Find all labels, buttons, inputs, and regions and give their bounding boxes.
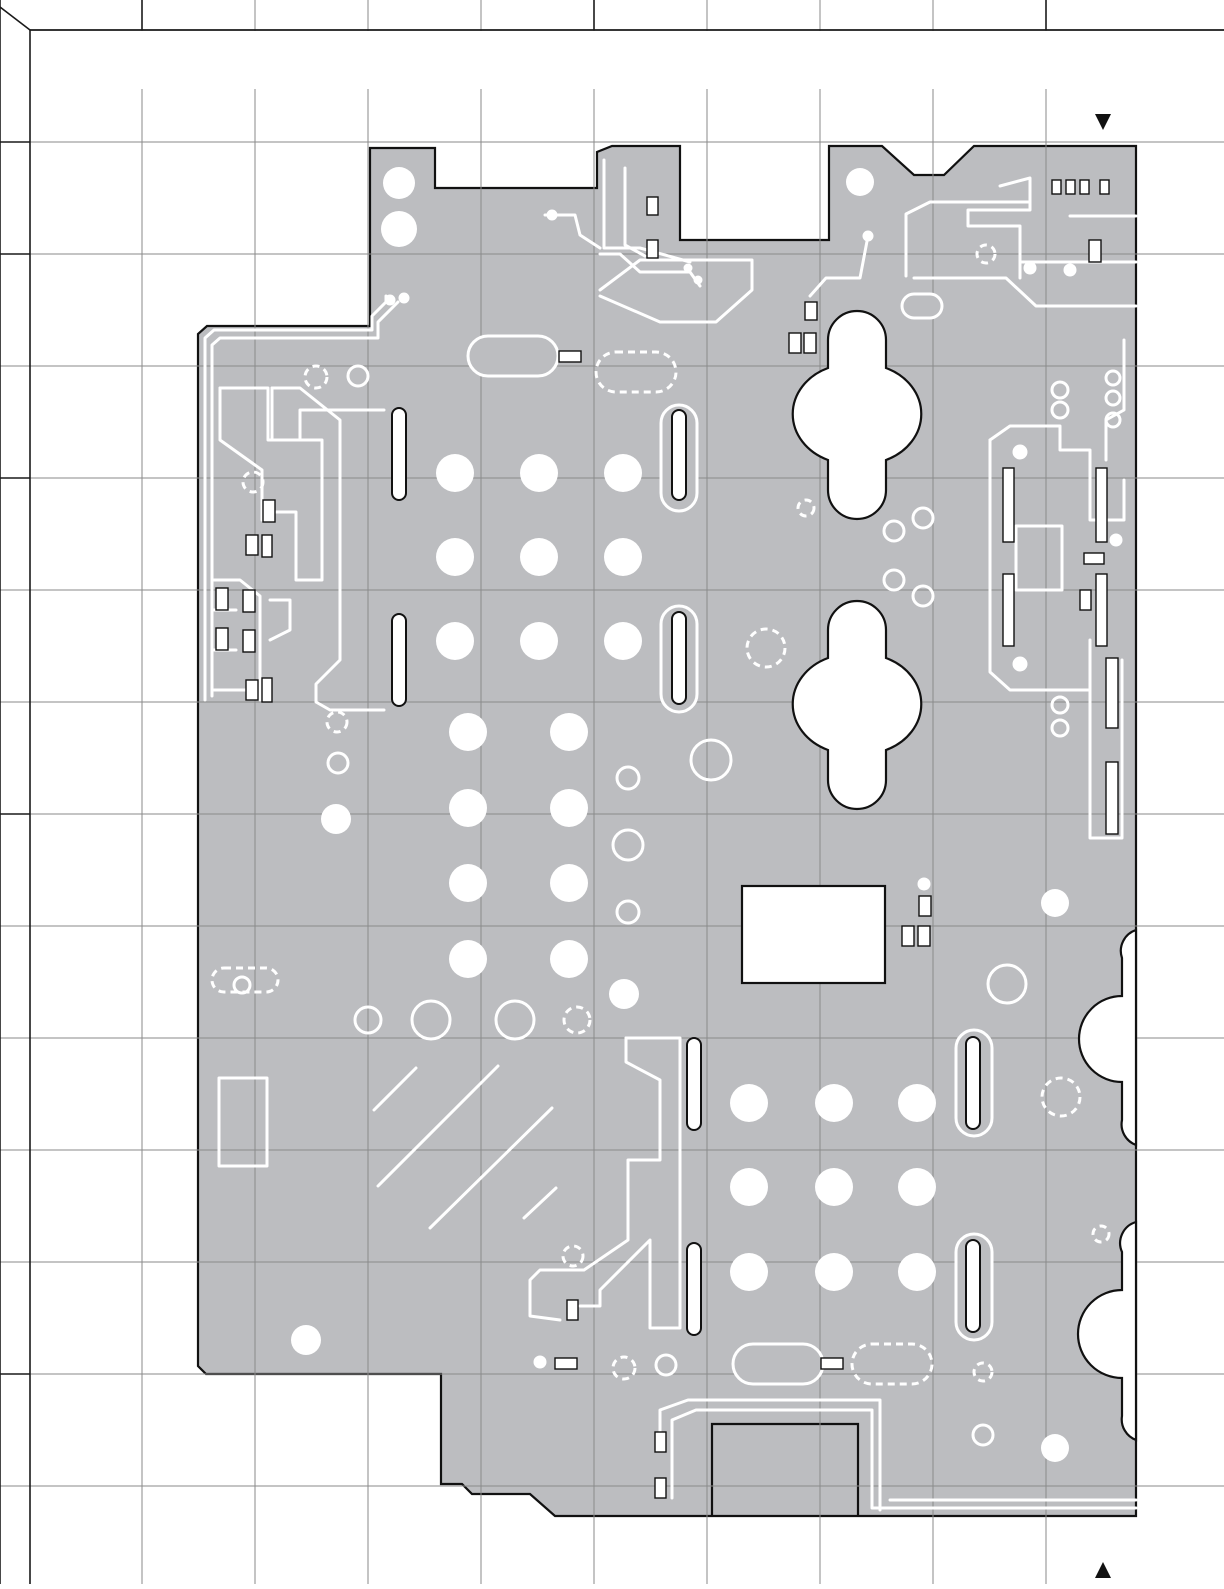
header-gap [31, 31, 1224, 89]
cutout-rect [742, 886, 885, 983]
cut-marker-top-icon [1095, 114, 1111, 130]
cut-marker-bottom-icon [1095, 1562, 1111, 1578]
